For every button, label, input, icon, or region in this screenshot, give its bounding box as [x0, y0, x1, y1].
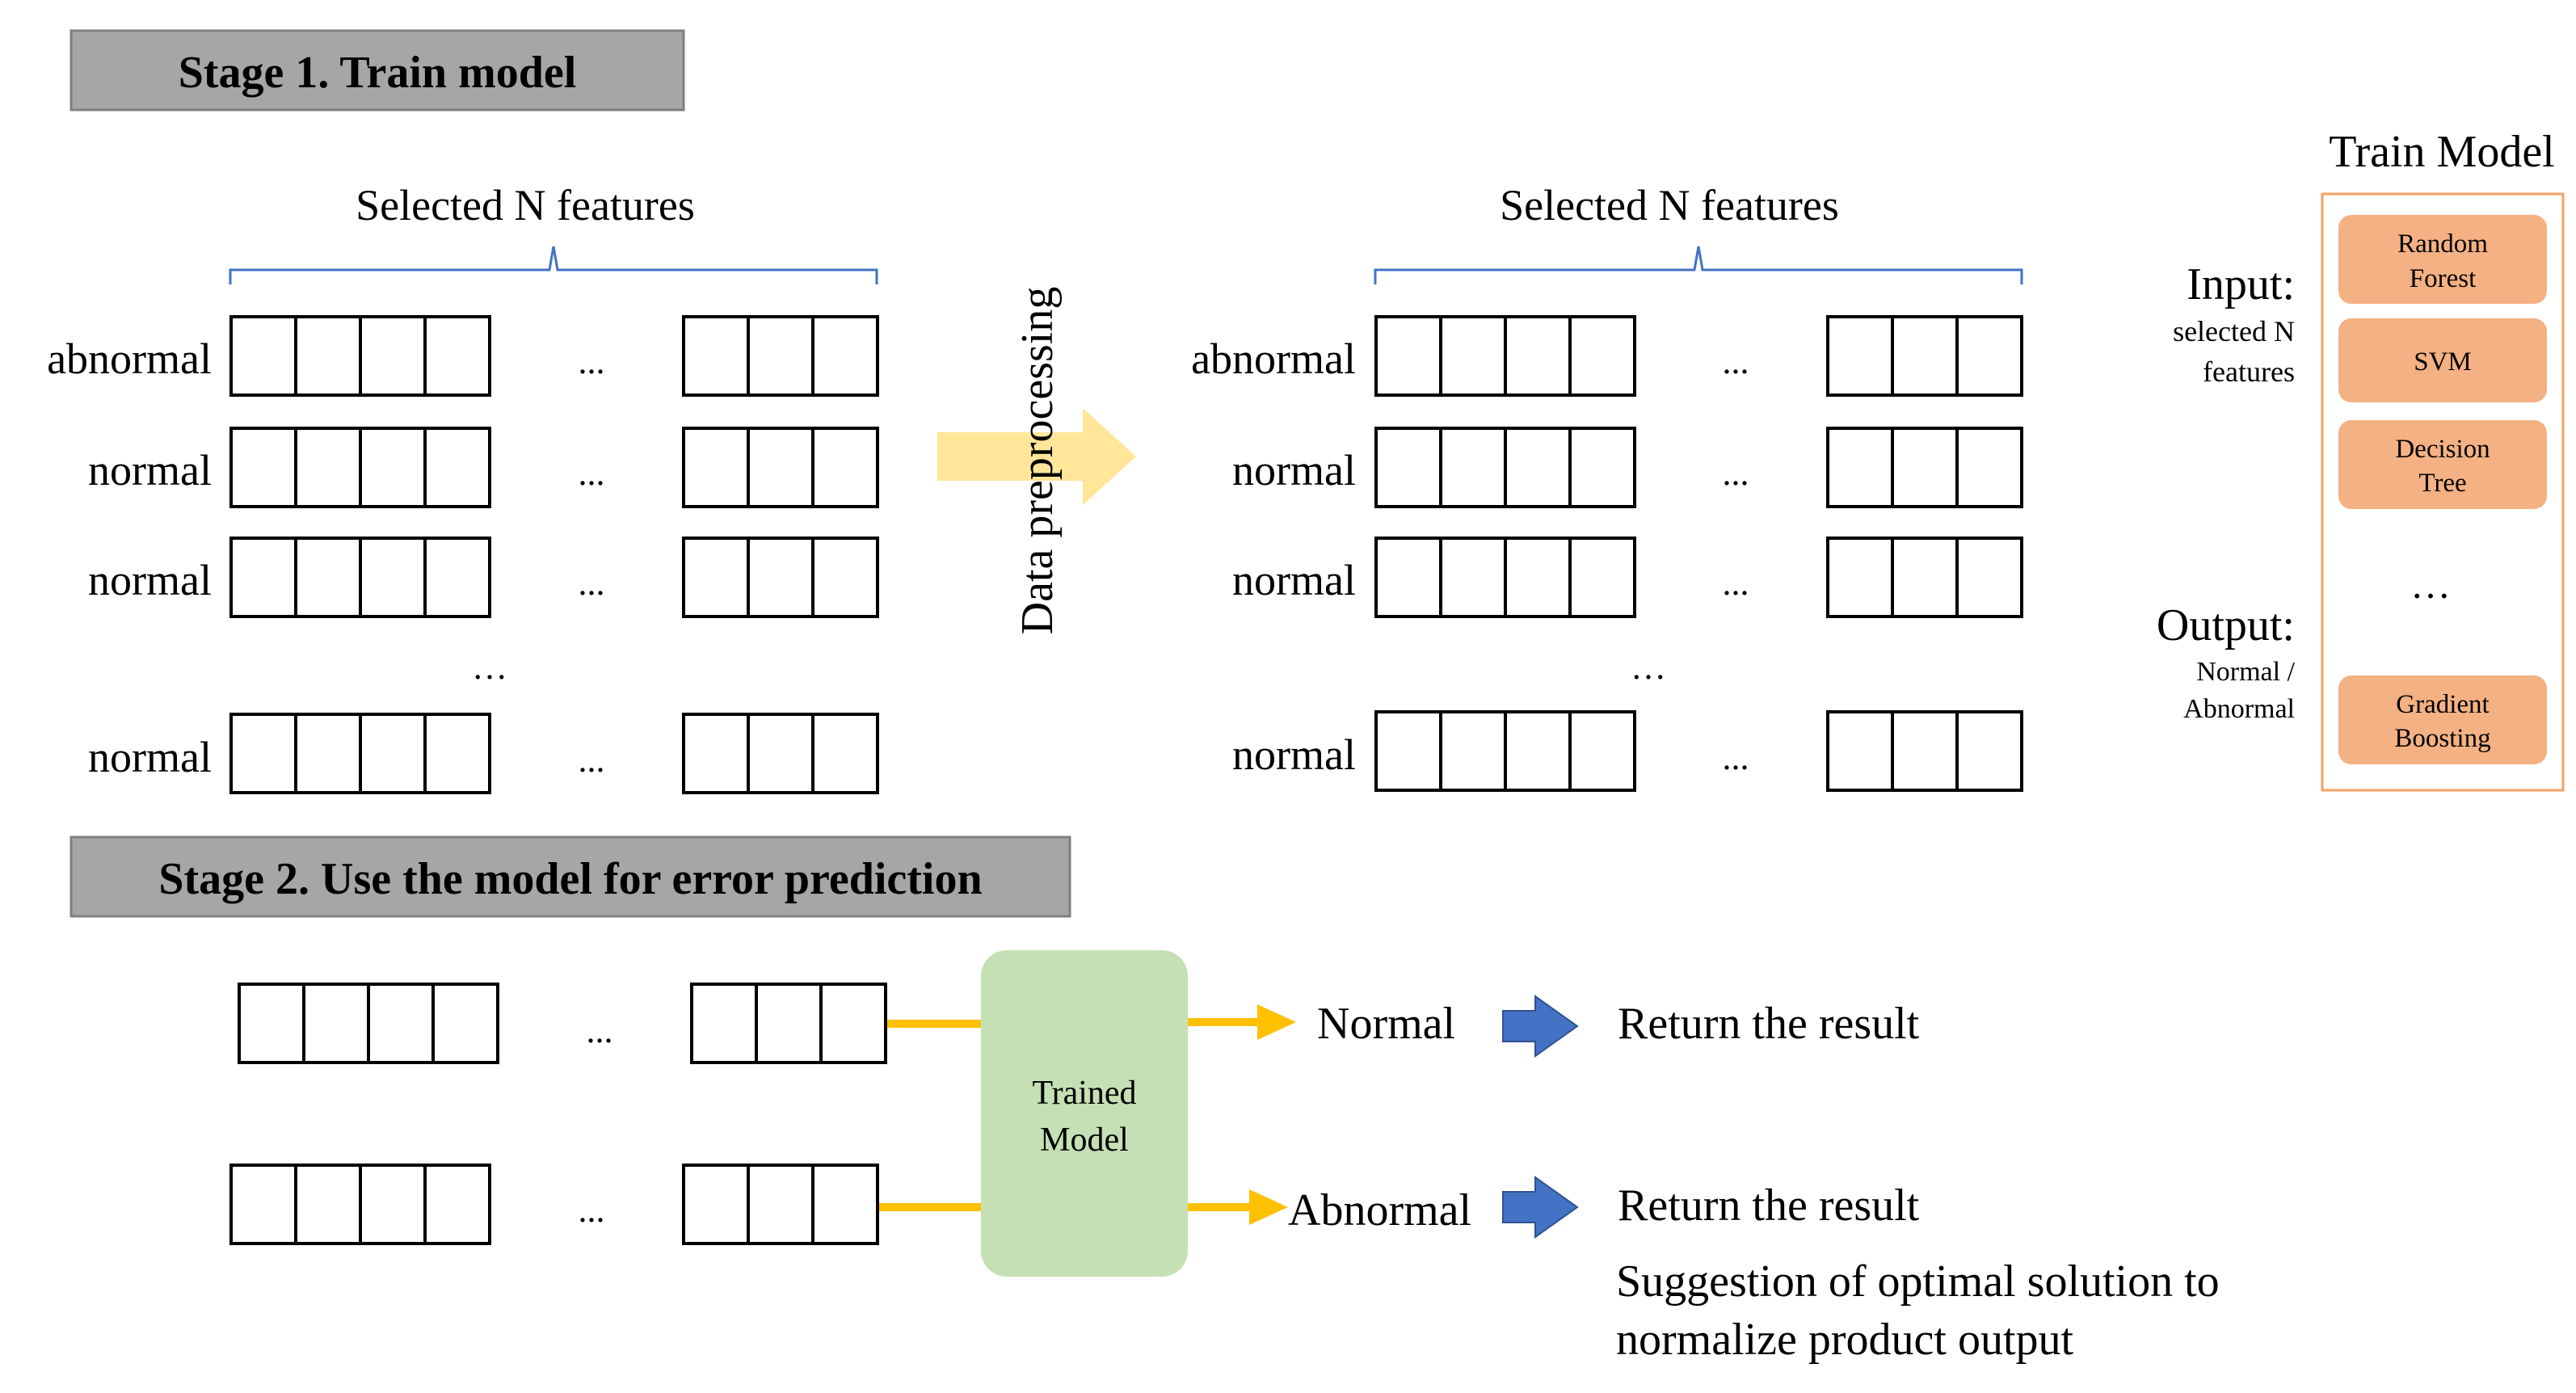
right-row1-cells-b [1826, 427, 2023, 508]
right-row-label-1: normal [1232, 446, 1356, 494]
right-row2-ellipsis: ... [1723, 563, 1749, 603]
right-col-ellipsis: … [1631, 647, 1666, 687]
left-row-label-1: normal [88, 446, 212, 494]
left-row-label-0: abnormal [47, 335, 212, 383]
left-row0-cells-b [682, 315, 879, 397]
right-row-label-2: normal [1232, 556, 1356, 604]
model-decision-tree-line-1: Tree [2418, 469, 2466, 498]
left-row0-ellipsis: ... [579, 342, 605, 381]
output-desc-line-0: Normal / [2196, 657, 2295, 687]
trained-model-box: Trained Model [981, 950, 1188, 1277]
input-desc-line-1: features [2203, 356, 2295, 388]
left-row2-ellipsis: ... [579, 563, 605, 603]
model-random-forest-line-1: Forest [2410, 264, 2477, 293]
left-row1-ellipsis: ... [579, 453, 605, 493]
stage2-output-connectors [1188, 1004, 1296, 1225]
stage2-header: Stage 2. Use the model for error predict… [69, 835, 1071, 918]
abnormal-result-arrow-icon [1502, 1176, 1579, 1239]
right-row0-cells-b [1826, 315, 2023, 397]
output-abnormal-label: Abnormal [1288, 1185, 1471, 1235]
output-desc-line-1: Abnormal [2183, 694, 2295, 724]
preprocessing-arrow: Data preprocessing [937, 287, 1136, 635]
input-label: Input: [2187, 259, 2295, 309]
model-gradient-boosting-line-0: Gradient [2396, 690, 2489, 719]
output-label: Output: [2157, 600, 2295, 650]
stage1-left-matrix: Selected N features abnormal normal norm… [47, 181, 879, 794]
left-features-brace [229, 246, 878, 284]
model-random-forest-line-0: Random [2397, 229, 2488, 259]
train-model-frame [2321, 192, 2565, 792]
train-model-panel: Train Model Input: selected N features O… [2157, 127, 2565, 792]
stage2-inputs [229, 983, 887, 1245]
output-normal-label: Normal [1317, 999, 1455, 1049]
model-gradient-boosting-box [2338, 675, 2547, 764]
model-svm-line-0: SVM [2414, 347, 2472, 377]
model-gradient-boosting-line-1: Boosting [2394, 724, 2490, 753]
abnormal-result-text: Return the result [1618, 1180, 1920, 1231]
trained-model-line-1: Model [1040, 1122, 1129, 1159]
normal-result-text: Return the result [1618, 999, 1920, 1049]
trained-model-line-0: Trained [1032, 1075, 1136, 1112]
right-row3-cells-b [1826, 710, 2023, 792]
left-row1-cells-b [682, 427, 879, 508]
s2-row0-ellipsis: ... [587, 1011, 613, 1050]
right-row-label-3: normal [1232, 730, 1356, 779]
right-row-label-0: abnormal [1191, 335, 1356, 383]
right-row2-cells-b [1826, 537, 2023, 618]
s2-row1-cells-b [682, 1164, 879, 1245]
right-features-label: Selected N features [1500, 181, 1839, 229]
left-row2-cells-b [682, 537, 879, 618]
left-row3-ellipsis: ... [579, 740, 605, 780]
model-decision-tree-line-0: Decision [2395, 435, 2490, 464]
left-row3-cells-b [682, 713, 879, 794]
stage2-input-connectors [879, 1020, 983, 1211]
stage1-right-matrix: Selected N features abnormal normal norm… [1191, 181, 2023, 792]
stage1-label: Stage 1. Train model [179, 48, 577, 98]
left-features-label: Selected N features [356, 181, 695, 229]
preprocessing-arrow-shape [937, 408, 1136, 505]
normal-result-arrow-icon [1502, 995, 1579, 1058]
model-svm-box [2338, 318, 2547, 402]
model-list-ellipsis: … [2410, 562, 2451, 607]
normal-output-arrowhead [1257, 1004, 1296, 1040]
right-features-brace [1374, 246, 2023, 284]
left-col-ellipsis: … [472, 647, 507, 687]
right-row0-ellipsis: ... [1723, 342, 1749, 381]
right-row3-ellipsis: ... [1723, 738, 1749, 777]
train-model-title: Train Model [2329, 127, 2555, 177]
s2-row1-ellipsis: ... [579, 1190, 605, 1230]
model-decision-tree-box [2338, 420, 2547, 509]
right-row1-ellipsis: ... [1723, 453, 1749, 493]
left-row-label-2: normal [88, 556, 212, 604]
stage1-header: Stage 1. Train model [69, 29, 685, 112]
left-row-label-3: normal [88, 733, 212, 781]
input-desc-line-0: selected N [2173, 315, 2295, 347]
preprocessing-label: Data preprocessing [1012, 287, 1063, 635]
suggestion-line-1: normalize product output [1616, 1315, 2074, 1365]
stage2-label: Stage 2. Use the model for error predict… [158, 854, 982, 904]
suggestion-line-0: Suggestion of optimal solution to [1616, 1256, 2220, 1307]
model-random-forest-box [2338, 215, 2547, 304]
abnormal-output-arrowhead [1249, 1189, 1288, 1225]
s2-row0-cells-b [690, 983, 887, 1064]
